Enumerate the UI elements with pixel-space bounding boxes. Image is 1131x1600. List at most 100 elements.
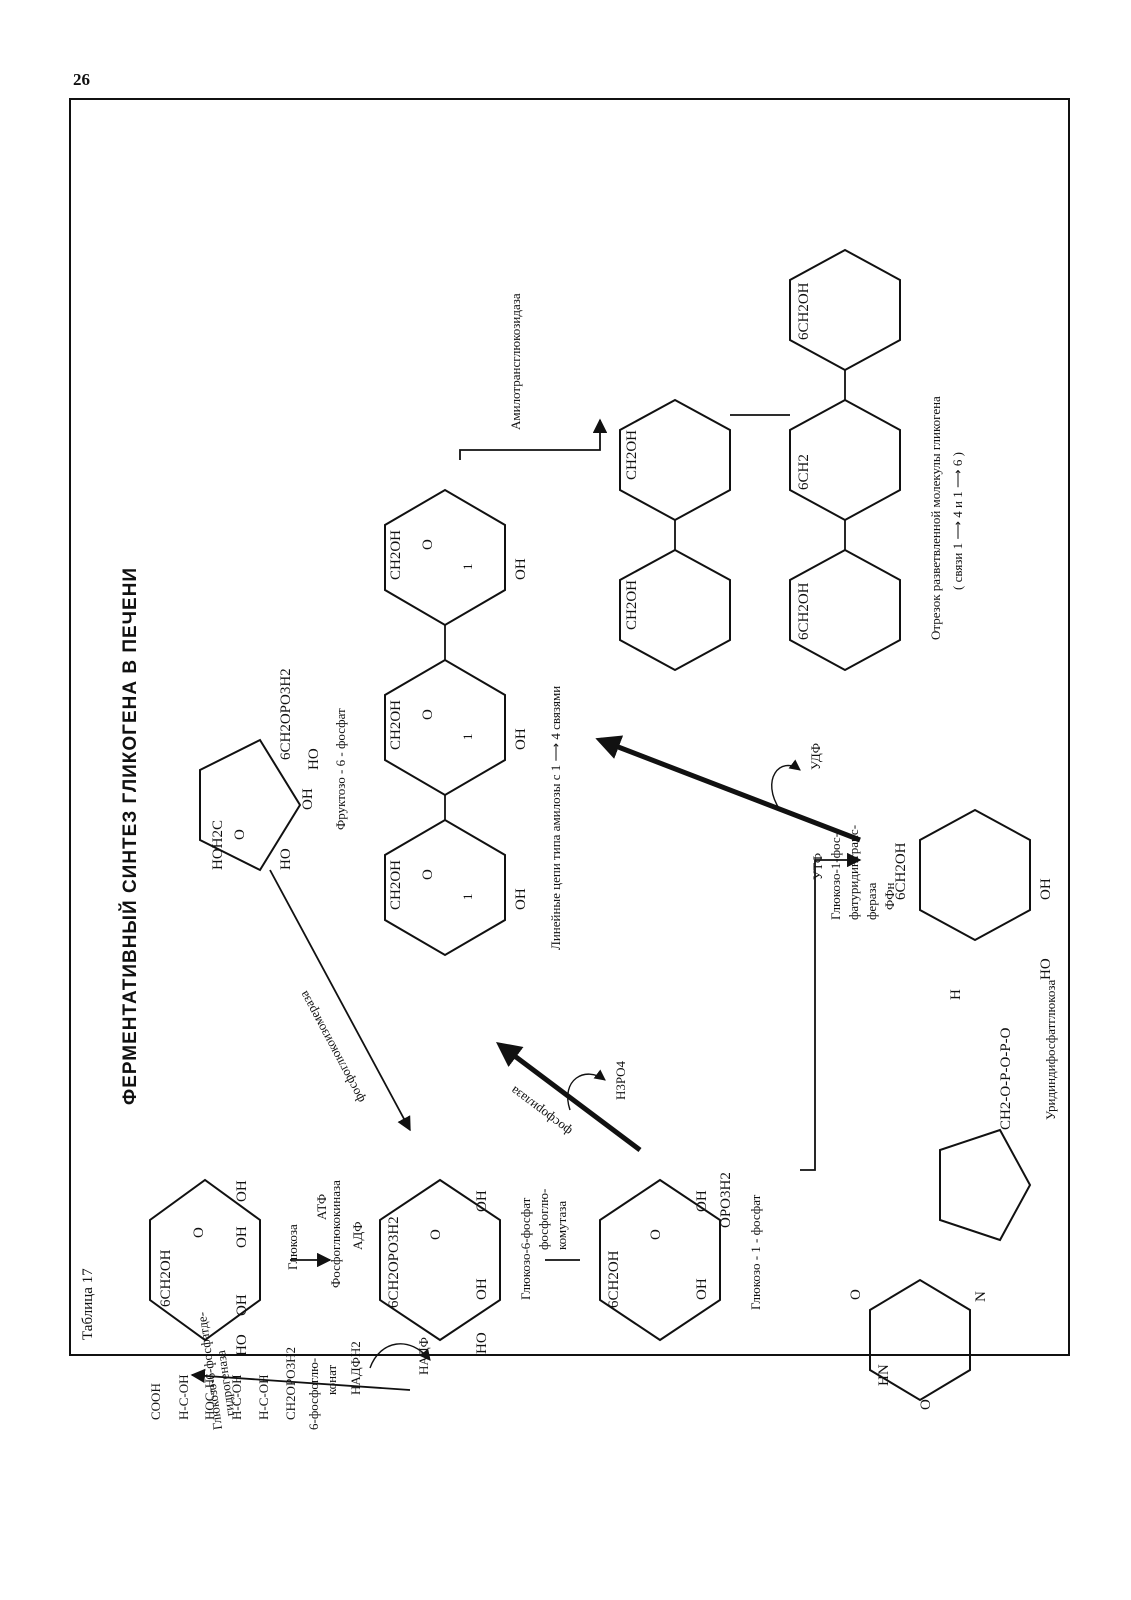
glycogen-6ch2: 6CH2 [796,454,812,490]
pg-name-1: 6-фосфоглю- [306,1358,321,1430]
pg-atom-2: H-C-OH [176,1375,191,1421]
g6p-oh-1: OH [474,1278,490,1300]
g6p-name: Глюкозо-6-фосфат [518,1197,533,1300]
nadp-curve [369,1343,431,1369]
udp-curve [771,759,801,811]
uridyltransferase-enzyme-1: Глюкозо-1-фос- [828,833,843,920]
f6p-ch2opo3h2: 6CH2OPO3H2 [278,668,294,760]
mutase-enzyme-1: фосфоглю- [536,1189,551,1250]
glucose-oh-4: OH [234,1180,250,1202]
amylotransglucosidase-arrow [459,418,608,460]
utp-label: УТФ [810,853,825,880]
amylose-chain: CH2OH CH2OH CH2OH O O O 1 1 1 OH OH OH Л… [384,488,563,957]
table-label: Таблица 17 [80,1268,96,1340]
glycogen-note: ( связи 1 ⟶ 4 и 1 ⟶ 6 ) [950,452,965,590]
glycogen-name: Отрезок разветвленной молекулы гликогена [928,396,943,640]
g1p-opo3h2: OPO3H2 [718,1172,734,1228]
pg-atom-3: HOC-H [202,1379,217,1420]
phosphorylase-arrow [496,1042,642,1152]
glucose-ho: HO [234,1334,250,1356]
table-frame [69,98,1070,1356]
g1p-name: Глюкозо - 1 - фосфат [748,1194,763,1310]
udpg-chain: CH2-O-P-O-P-O [998,1027,1014,1130]
g6p-ho: HO [474,1332,490,1354]
g6p-ring-o: O [428,1229,444,1240]
pg-atom-5: H-C-OH [256,1375,271,1421]
amylose-oh-2: OH [513,728,529,750]
udpg-hn: HN [876,1364,892,1386]
glucose: 6CH2OH O HO OH OH OH Глюкоза [149,1178,300,1356]
f6p-hoh2c: HOH2C [210,820,226,870]
udpg-ho: HO [1038,958,1054,980]
glycogen-6ch2oh-1: 6CH2OH [796,582,812,640]
f6p-ho-2: HO [306,748,322,770]
phosphogluconate: COOH H-C-OH HOC-H H-C-OH H-C-OH CH2OPO3H… [148,1337,431,1430]
h3po4-curve [567,1069,606,1111]
glycogen-6ch2oh-2: 6CH2OH [796,282,812,340]
fructose-6-phosphate: O HOH2C 6CH2OPO3H2 HO OH HO Фруктозо - 6… [199,668,348,872]
pg-atom-4: H-C-OH [229,1375,244,1421]
glucokinase-enzyme: Фосфоглюкокиназа [328,1180,343,1288]
glucose-oh-3: OH [234,1226,250,1248]
g6pdh-arrow [190,1368,411,1391]
page-number: 26 [73,70,90,89]
isomerase-arrow [269,869,411,1132]
udpg-6ch2oh: 6CH2OH [893,842,909,900]
g1p-ring-o: O [648,1229,664,1240]
amylose-oh-3: OH [513,558,529,580]
udpg-oh: OH [1038,878,1054,900]
amylose-c1-2: 1 [460,734,475,741]
uridyltransferase-enzyme-2: фатуридинтранс- [846,825,861,920]
g6p-ch2opo3h2: 6CH2OPO3H2 [386,1216,402,1308]
uridyltransferase-enzyme-3: фераза [864,882,879,920]
glucose-ring-o: O [191,1227,207,1238]
nadp-label: НАДФ [416,1337,431,1375]
glucose-1-phosphate: 6CH2OH OPO3H2 O OH OH Глюкозо - 1 - фосф… [599,1172,763,1342]
udp-glucose: HN O O N CH2-O-P-O-P-O 6CH2OH HO OH H Ур… [848,808,1058,1410]
udpg-h: H [948,989,964,1000]
ppn-label: ФФн [882,882,897,910]
glucose-oh-2: OH [234,1294,250,1316]
amylose-name: Линейные цепи типа амилозы с 1 ⟶ 4 связя… [548,686,563,950]
nadph2-label: НАДФН2 [348,1341,363,1395]
amylose-ch2oh-3: CH2OH [388,530,404,580]
glucose-name: Глюкоза [285,1224,300,1270]
amylose-ch2oh-2: CH2OH [388,700,404,750]
diagram-title: ФЕРМЕНТАТИВНЫЙ СИНТЕЗ ГЛИКОГЕНА В ПЕЧЕНИ [119,567,141,1105]
g1p-ch2oh: 6CH2OH [606,1250,622,1308]
pg-atom-6: CH2OPO3H2 [283,1347,298,1420]
amylose-ring-o-2: O [420,709,436,720]
glycogen-ch2oh-1: CH2OH [624,580,640,630]
f6p-name: Фруктозо - 6 - фосфат [333,708,348,830]
udp-label: УДФ [808,743,823,770]
amylose-ch2oh-1: CH2OH [388,860,404,910]
g1p-oh-1: OH [694,1278,710,1300]
atp-label: АТФ [314,1194,329,1220]
h3po4-label: H3PO4 [613,1060,628,1100]
g1p-oh-2: OH [694,1190,710,1212]
f6p-ho-1: HO [278,848,294,870]
pg-atom-1: COOH [148,1383,163,1420]
amylose-ring-o-3: O [420,539,436,550]
glucose-6-phosphate: 6CH2OPO3H2 O HO OH OH Глюкозо-6-фосфат [379,1178,533,1354]
glycogen-fragment: CH2OH CH2OH 6CH2OH 6CH2 6CH2OH Отрезок р… [619,248,965,672]
isomerase-enzyme: фосфоглюкоизомераза [296,988,368,1105]
amylose-oh-1: OH [513,888,529,910]
amylotransglucosidase-enzyme: Амилотрансглюкозидаза [508,293,523,430]
pg-name-2: конат [324,1364,339,1395]
f6p-oh: OH [300,788,316,810]
glucose-ch2oh: 6CH2OH [158,1249,174,1307]
f6p-ring-o: O [232,829,248,840]
amylose-c1-3: 1 [460,564,475,571]
amylose-ring-o-1: O [420,869,436,880]
udpg-o-1: O [918,1399,934,1410]
mutase-enzyme-2: комутаза [554,1201,569,1250]
udpg-o-2: O [848,1289,864,1300]
uridyltransferase-arrow [800,852,862,1171]
udpg-n: N [973,1291,989,1302]
glycogen-synthase-arrow [595,735,861,843]
amylose-c1-1: 1 [460,894,475,901]
adp-label: АДФ [350,1221,365,1250]
udpg-name: Уридиндифосфатглюкоза [1043,980,1058,1120]
